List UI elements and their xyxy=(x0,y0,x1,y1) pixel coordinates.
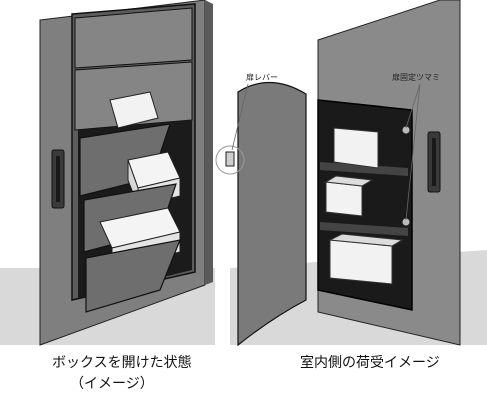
knob-label: 扉固定ツマミ xyxy=(392,72,440,82)
left-caption-line2: （イメージ） xyxy=(70,376,154,392)
right-caption: 室内側の荷受イメージ xyxy=(300,355,440,371)
door-lever-label: 扉レバー xyxy=(246,72,278,82)
left-caption-line1: ボックスを開けた状態 xyxy=(52,355,192,371)
right-illustration: 扉レバー 扉固定ツマミ xyxy=(215,0,487,347)
left-illustration xyxy=(0,0,215,346)
